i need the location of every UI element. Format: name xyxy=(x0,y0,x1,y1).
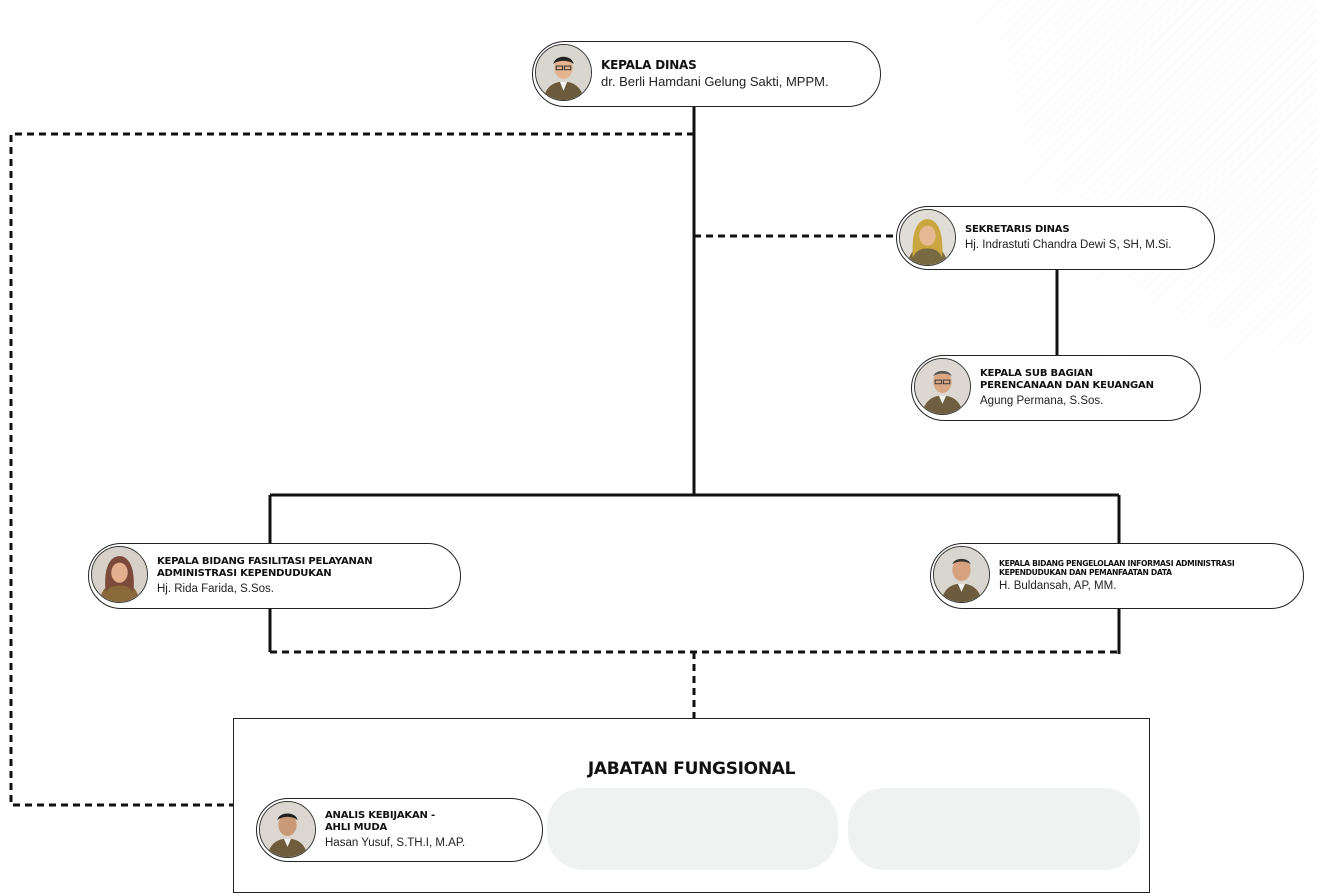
head-to-functional-dashed-link xyxy=(9,132,694,807)
division-left-photo xyxy=(91,546,148,603)
secretary-name: Hj. Indrastuti Chandra Dewi S, SH, M.Si. xyxy=(965,238,1172,251)
analyst-photo xyxy=(259,801,316,858)
division-left-card[interactable]: KEPALA BIDANG FASILITASI PELAYANAN ADMIN… xyxy=(88,543,461,609)
empty-position-slot xyxy=(848,788,1140,870)
functional-group-title: JABATAN FUNGSIONAL xyxy=(587,759,796,779)
analyst-title: ANALIS KEBIJAKAN - AHLI MUDA xyxy=(325,809,435,834)
empty-position-slot xyxy=(547,788,838,870)
subsection-card[interactable]: KEPALA SUB BAGIAN PERENCANAAN DAN KEUANG… xyxy=(911,355,1201,421)
head-title: KEPALA DINAS xyxy=(601,57,697,72)
division-left-name: Hj. Rida Farida, S.Sos. xyxy=(157,582,274,595)
head-name: dr. Berli Hamdani Gelung Sakti, MPPM. xyxy=(601,73,829,89)
head-photo xyxy=(535,44,592,101)
subsection-title: KEPALA SUB BAGIAN PERENCANAAN DAN KEUANG… xyxy=(980,367,1154,392)
division-right-card[interactable]: KEPALA BIDANG PENGELOLAAN INFORMASI ADMI… xyxy=(930,543,1304,609)
division-right-photo xyxy=(933,546,990,603)
division-right-name: H. Buldansah, AP, MM. xyxy=(999,579,1117,592)
subsection-name: Agung Permana, S.Sos. xyxy=(980,394,1104,407)
analyst-name: Hasan Yusuf, S.TH.I, M.AP. xyxy=(325,836,466,849)
functional-group-box: JABATAN FUNGSIONAL ANALIS KEBIJAKAN - AH… xyxy=(233,718,1150,893)
secretary-photo xyxy=(899,209,956,266)
secretary-card[interactable]: SEKRETARIS DINAS Hj. Indrastuti Chandra … xyxy=(896,206,1215,270)
secretary-title: SEKRETARIS DINAS xyxy=(965,224,1070,236)
analyst-card[interactable]: ANALIS KEBIJAKAN - AHLI MUDA Hasan Yusuf… xyxy=(256,798,543,862)
division-right-title: KEPALA BIDANG PENGELOLAAN INFORMASI ADMI… xyxy=(999,558,1235,578)
head-card[interactable]: KEPALA DINAS dr. Berli Hamdani Gelung Sa… xyxy=(532,41,881,107)
division-left-title: KEPALA BIDANG FASILITASI PELAYANAN ADMIN… xyxy=(157,555,373,580)
subsection-photo xyxy=(914,358,971,415)
